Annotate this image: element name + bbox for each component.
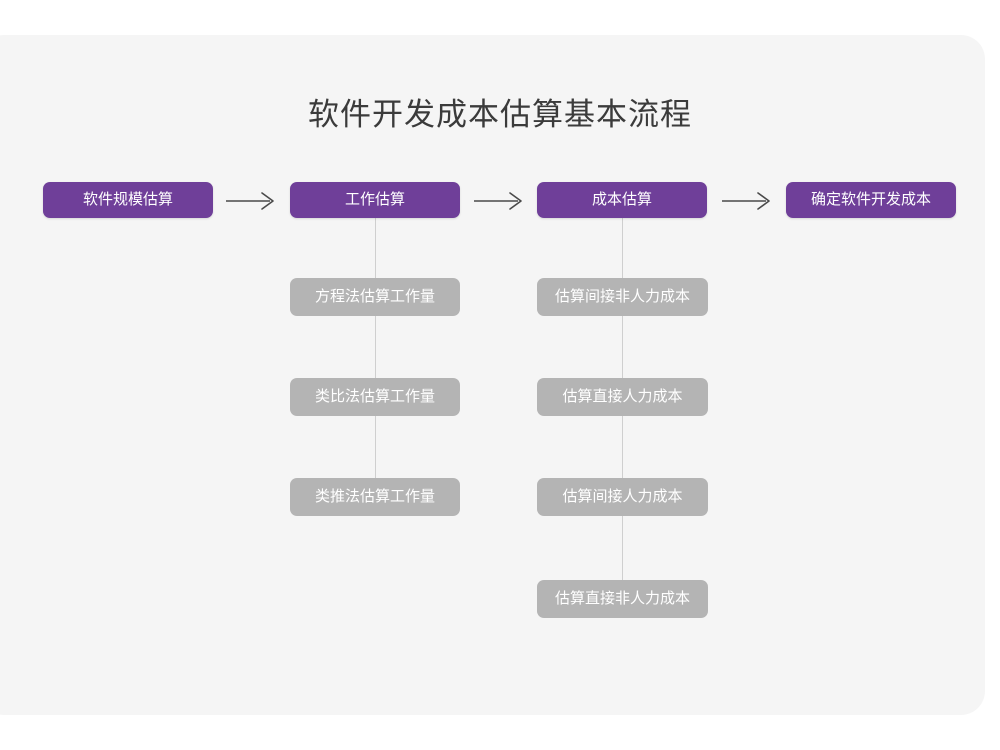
stage-box-effort-estimation[interactable]: 工作估算 xyxy=(290,182,460,218)
connector-cost-1 xyxy=(622,218,623,278)
connector-effort-3 xyxy=(375,416,376,478)
substep-box-direct-labor-cost[interactable]: 估算直接人力成本 xyxy=(537,378,708,416)
stage-box-cost-estimation[interactable]: 成本估算 xyxy=(537,182,707,218)
substep-box-extrapolation-method-effort[interactable]: 类推法估算工作量 xyxy=(290,478,460,516)
connector-cost-3 xyxy=(622,416,623,478)
substep-box-analogy-method-effort[interactable]: 类比法估算工作量 xyxy=(290,378,460,416)
connector-cost-4 xyxy=(622,516,623,580)
arrow-right-icon-2 xyxy=(470,186,530,216)
stage-box-software-scale-estimation[interactable]: 软件规模估算 xyxy=(43,182,213,218)
arrow-right-icon-1 xyxy=(222,186,282,216)
connector-cost-2 xyxy=(622,316,623,378)
substep-box-direct-nonlabor-cost[interactable]: 估算直接非人力成本 xyxy=(537,580,708,618)
connector-effort-1 xyxy=(375,218,376,278)
diagram-card xyxy=(0,35,985,715)
page-title: 软件开发成本估算基本流程 xyxy=(308,97,692,132)
substep-box-indirect-nonlabor-cost[interactable]: 估算间接非人力成本 xyxy=(537,278,708,316)
stage-box-determine-development-cost[interactable]: 确定软件开发成本 xyxy=(786,182,956,218)
substep-box-equation-method-effort[interactable]: 方程法估算工作量 xyxy=(290,278,460,316)
substep-box-indirect-labor-cost[interactable]: 估算间接人力成本 xyxy=(537,478,708,516)
arrow-right-icon-3 xyxy=(718,186,778,216)
connector-effort-2 xyxy=(375,316,376,378)
